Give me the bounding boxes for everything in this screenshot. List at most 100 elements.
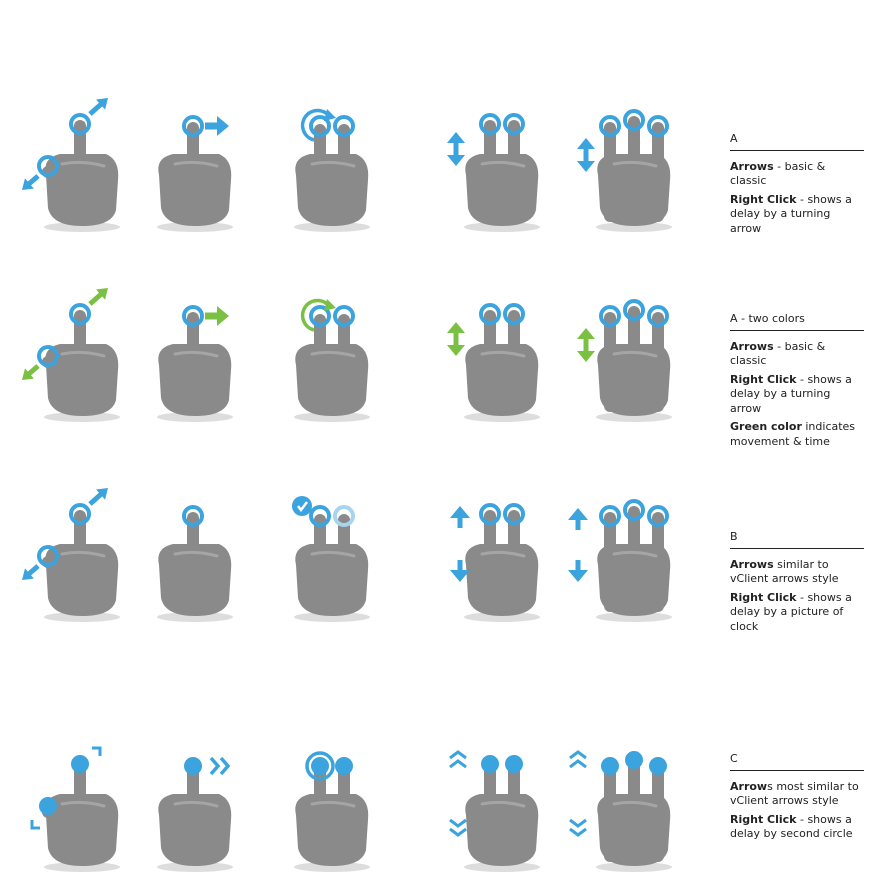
note-text: similar to vClient arrows style	[730, 557, 839, 586]
touch-point-icon	[647, 505, 669, 527]
gesture-cell	[125, 470, 265, 630]
arrow-down-icon	[568, 570, 588, 582]
gesture-illustration	[157, 505, 233, 622]
gesture-illustration	[292, 496, 370, 622]
corner-arrow-icon	[30, 820, 40, 830]
arrow-shaft	[88, 101, 104, 116]
gesture-cell	[560, 720, 700, 880]
gesture-cell	[125, 80, 265, 240]
arrow-shaft	[26, 364, 40, 377]
note-line: Arrows - basic & classic	[730, 160, 864, 189]
touch-point-icon	[333, 115, 355, 137]
hand-graphic	[596, 116, 672, 232]
hand-shadow	[157, 222, 233, 232]
gesture-cell	[262, 470, 402, 630]
note-keyword: Arrows	[730, 557, 774, 571]
touch-point-icon	[309, 115, 331, 137]
knuckle-highlight	[480, 160, 526, 168]
knuckle-highlight	[612, 350, 658, 358]
arrow-shaft	[88, 491, 104, 506]
gesture-cell	[125, 270, 265, 430]
hand-graphic	[596, 306, 672, 422]
note-keyword: Arrows	[730, 339, 774, 353]
style-title: B	[730, 530, 864, 549]
arrow-shaft	[88, 291, 104, 306]
hand-shadow	[464, 222, 540, 232]
arrow-icon	[96, 288, 108, 300]
knuckle-highlight	[173, 350, 219, 358]
gesture-illustration	[450, 503, 540, 622]
knuckle-highlight	[173, 800, 219, 808]
gesture-cell	[422, 80, 562, 240]
hand-graphic	[294, 764, 370, 872]
hand-shadow	[157, 612, 233, 622]
note-line: Right Click - shows a delay by second ci…	[730, 813, 864, 842]
hand-shadow	[44, 612, 120, 622]
arrow-up-icon	[577, 138, 595, 149]
palm	[597, 344, 671, 416]
knuckle-highlight	[60, 350, 106, 358]
hand-shadow	[596, 412, 672, 422]
hand-shadow	[596, 222, 672, 232]
arrow-down-icon	[577, 161, 595, 172]
chevron-down-icon	[449, 818, 467, 828]
hand-graphic	[157, 122, 233, 232]
touch-point-icon	[479, 113, 501, 135]
gesture-cell	[560, 80, 700, 240]
touch-point-icon	[503, 303, 525, 325]
arrow-icon	[22, 568, 34, 580]
knuckle-highlight	[612, 160, 658, 168]
clock-icon	[292, 496, 312, 516]
note-line: Arrows most similar to vClient arrows st…	[730, 780, 864, 809]
palm	[158, 154, 232, 226]
gesture-cell	[422, 470, 562, 630]
hand-graphic	[464, 310, 540, 422]
knuckle-highlight	[60, 800, 106, 808]
arrow-up-icon	[447, 132, 465, 143]
touch-point-icon	[69, 113, 91, 135]
clock-hand-icon	[297, 501, 308, 513]
hand-graphic	[157, 312, 233, 422]
note-keyword: Right Click	[730, 372, 797, 386]
gesture-illustration	[157, 756, 233, 872]
knuckle-highlight	[310, 160, 356, 168]
palm	[158, 344, 232, 416]
note-line: Green color indicates movement & time	[730, 420, 864, 449]
chevron-up-icon	[449, 750, 467, 760]
chevron-up-icon	[569, 759, 587, 769]
gesture-illustration	[568, 499, 672, 622]
arrow-icon	[22, 178, 34, 190]
touch-point-icon	[623, 299, 645, 321]
gesture-illustration	[447, 113, 540, 232]
arrow-icon	[96, 488, 108, 500]
note-line: Arrows similar to vClient arrows style	[730, 558, 864, 587]
chevron-up-icon	[569, 750, 587, 760]
hand-shadow	[44, 412, 120, 422]
touch-point-icon	[311, 757, 329, 775]
note-line: Arrows - basic & classic	[730, 340, 864, 369]
gesture-illustration	[294, 298, 370, 422]
arrow-up-icon	[450, 506, 470, 518]
touch-point-icon	[599, 505, 621, 527]
gesture-cell	[10, 80, 150, 240]
note-line: Right Click - shows a delay by a picture…	[730, 591, 864, 635]
arrow-down-icon	[577, 351, 595, 362]
touch-point-icon	[309, 305, 331, 327]
touch-point-icon	[182, 305, 204, 327]
gesture-illustration	[22, 98, 120, 232]
arrow-up-icon	[447, 322, 465, 333]
touch-point-icon	[505, 755, 523, 773]
hand-shadow	[464, 862, 540, 872]
hand-shadow	[464, 412, 540, 422]
hand-shadow	[596, 612, 672, 622]
chevron-down-icon	[569, 818, 587, 828]
knuckle-highlight	[480, 350, 526, 358]
hand-shadow	[157, 862, 233, 872]
touch-point-icon	[37, 155, 59, 177]
note-keyword: Right Click	[730, 192, 797, 206]
palm	[158, 544, 232, 616]
note-text: - basic & classic	[730, 159, 826, 188]
palm	[295, 154, 369, 226]
touch-point-icon	[69, 303, 91, 325]
note-text: indicates movement & time	[730, 420, 856, 448]
